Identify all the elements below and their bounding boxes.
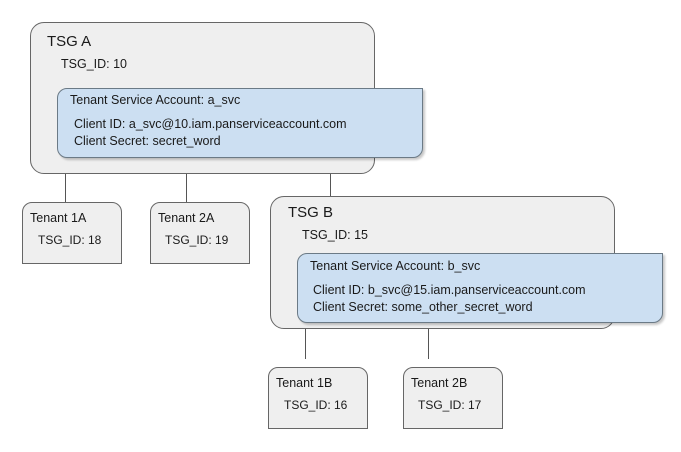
tsg-group-b-title: TSG B	[288, 204, 334, 221]
tenant-2b-box[interactable]	[403, 367, 503, 429]
service-account-card-b[interactable]	[297, 253, 663, 323]
service-account-b-client-id: Client ID: b_svc@15.iam.panserviceaccoun…	[313, 283, 586, 297]
tenant-2b-id: TSG_ID: 17	[418, 398, 482, 412]
tsg-group-a-id: TSG_ID: 10	[61, 57, 127, 71]
tenant-1a-id: TSG_ID: 18	[38, 233, 102, 247]
tenant-1b-id: TSG_ID: 16	[284, 398, 348, 412]
tsg-group-a-title: TSG A	[47, 33, 92, 50]
service-account-b-client-secret: Client Secret: some_other_secret_word	[313, 300, 533, 314]
connector-tsg-b-to-tenant-1b	[305, 329, 306, 359]
service-account-b-header: Tenant Service Account: b_svc	[310, 259, 481, 273]
service-account-card-a[interactable]	[57, 88, 423, 158]
tenant-1a-name: Tenant 1A	[30, 211, 87, 225]
connector-tsg-a-to-tsg-b	[330, 174, 331, 196]
service-account-a-client-id: Client ID: a_svc@10.iam.panserviceaccoun…	[74, 117, 347, 131]
connector-tsg-a-to-tenant-1a	[65, 174, 66, 202]
service-account-a-client-secret: Client Secret: secret_word	[74, 134, 221, 148]
tenant-1b-box[interactable]	[268, 367, 368, 429]
tenant-1a-box[interactable]	[22, 202, 122, 264]
tsg-group-b-id: TSG_ID: 15	[302, 228, 368, 242]
tenant-1b-name: Tenant 1B	[276, 376, 333, 390]
tenant-2a-name: Tenant 2A	[158, 211, 215, 225]
tenant-2a-id: TSG_ID: 19	[165, 233, 229, 247]
tenant-2b-name: Tenant 2B	[411, 376, 468, 390]
connector-tsg-a-to-tenant-2a	[186, 174, 187, 202]
service-account-a-header: Tenant Service Account: a_svc	[70, 93, 241, 107]
tenant-2a-box[interactable]	[150, 202, 250, 264]
connector-tsg-b-to-tenant-2b	[428, 329, 429, 359]
